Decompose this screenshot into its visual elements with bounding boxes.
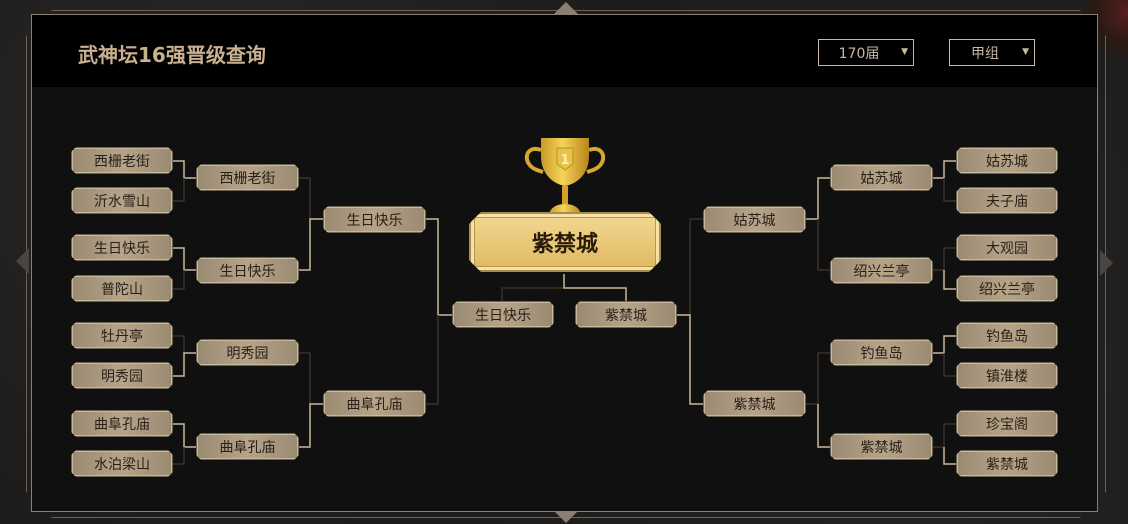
right-r16-team-3[interactable]: 大观园 (956, 234, 1058, 261)
right-r16-team-5[interactable]: 钓鱼岛 (956, 322, 1058, 349)
frame-notch-top-icon (554, 2, 578, 14)
dropdown-arrow-icon: ▼ (1022, 47, 1029, 57)
left-qf-team-3[interactable]: 明秀园 (196, 339, 299, 366)
bracket-panel: 武神坛16强晋级查询 170届 ▼ 甲组 ▼ (31, 14, 1098, 512)
left-sf-team-1[interactable]: 生日快乐 (323, 206, 426, 233)
left-r16-team-6[interactable]: 明秀园 (71, 362, 173, 389)
left-qf-team-4[interactable]: 曲阜孔庙 (196, 433, 299, 460)
left-r16-team-7[interactable]: 曲阜孔庙 (71, 410, 173, 437)
right-r16-team-2[interactable]: 夫子庙 (956, 187, 1058, 214)
trophy-icon: 1 (525, 138, 605, 214)
right-qf-team-1[interactable]: 姑苏城 (830, 164, 933, 191)
left-qf-team-2[interactable]: 生日快乐 (196, 257, 299, 284)
session-select-value: 170届 (838, 45, 880, 62)
left-r16-team-2[interactable]: 沂水雪山 (71, 187, 173, 214)
right-r16-team-1[interactable]: 姑苏城 (956, 147, 1058, 174)
left-r16-team-5[interactable]: 牡丹亭 (71, 322, 173, 349)
group-select[interactable]: 甲组 ▼ (949, 39, 1035, 66)
right-r16-team-7[interactable]: 珍宝阁 (956, 410, 1058, 437)
dropdown-arrow-icon: ▼ (901, 47, 908, 57)
frame-arrow-left-icon (16, 248, 29, 274)
right-qf-team-2[interactable]: 绍兴兰亭 (830, 257, 933, 284)
right-qf-team-4[interactable]: 紫禁城 (830, 433, 933, 460)
trophy-rank: 1 (560, 153, 569, 168)
right-r16-team-6[interactable]: 镇淮楼 (956, 362, 1058, 389)
left-r16-team-3[interactable]: 生日快乐 (71, 234, 173, 261)
group-select-value: 甲组 (971, 45, 999, 62)
right-r16-team-4[interactable]: 绍兴兰亭 (956, 275, 1058, 302)
right-finalist[interactable]: 紫禁城 (575, 301, 677, 328)
left-finalist[interactable]: 生日快乐 (452, 301, 554, 328)
champion-box: 紫禁城 (469, 212, 661, 272)
left-sf-team-2[interactable]: 曲阜孔庙 (323, 390, 426, 417)
right-qf-team-3[interactable]: 钓鱼岛 (830, 339, 933, 366)
right-r16-team-8[interactable]: 紫禁城 (956, 450, 1058, 477)
session-select[interactable]: 170届 ▼ (818, 39, 914, 66)
left-r16-team-1[interactable]: 西栅老街 (71, 147, 173, 174)
frame-notch-bottom-icon (555, 512, 577, 523)
left-r16-team-8[interactable]: 水泊梁山 (71, 450, 173, 477)
frame-arrow-right-icon (1100, 250, 1113, 276)
page-title: 武神坛16强晋级查询 (78, 43, 266, 67)
right-sf-team-1[interactable]: 姑苏城 (703, 206, 806, 233)
header-bar: 武神坛16强晋级查询 170届 ▼ 甲组 ▼ (32, 15, 1097, 87)
left-qf-team-1[interactable]: 西栅老街 (196, 164, 299, 191)
left-r16-team-4[interactable]: 普陀山 (71, 275, 173, 302)
right-sf-team-2[interactable]: 紫禁城 (703, 390, 806, 417)
